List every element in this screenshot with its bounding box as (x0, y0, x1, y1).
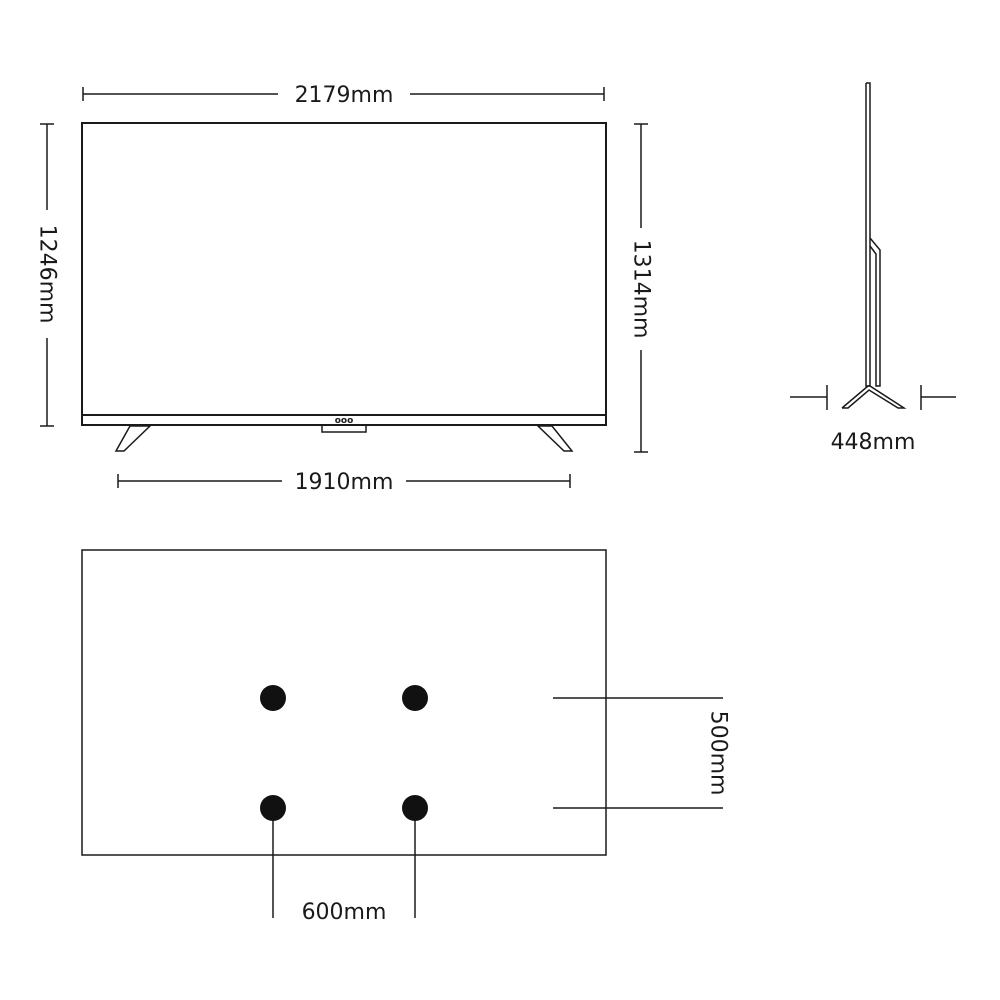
vesa-height-dimension: 500mm (553, 697, 731, 809)
vesa-hole-bottom-left (260, 795, 286, 821)
vesa-height-label: 500mm (706, 711, 731, 796)
side-panel-outline (865, 82, 871, 387)
vesa-hole-bottom-right (402, 795, 428, 821)
stand-span-label: 1910mm (295, 470, 394, 495)
front-view: ooo 2179mm 1246mm 1314mm (35, 83, 654, 495)
rear-view: 600mm 500mm (81, 549, 731, 925)
screen-height-dimension: 1246mm (35, 123, 60, 427)
stand-span-dimension: 1910mm (117, 470, 571, 495)
depth-dimension: 448mm (790, 385, 956, 455)
tv-rear-panel (81, 549, 607, 856)
logo-tab (321, 424, 367, 433)
left-stand-foot (114, 425, 152, 452)
screen-height-label: 1246mm (35, 225, 60, 324)
vesa-width-label: 600mm (302, 900, 387, 925)
side-rear-body (869, 237, 881, 387)
vesa-width-dimension: 600mm (272, 821, 416, 925)
side-view: 448mm (790, 82, 956, 455)
total-height-dimension: 1314mm (629, 123, 654, 453)
side-stand (841, 385, 907, 409)
right-stand-foot (536, 425, 574, 452)
width-dimension: 2179mm (82, 83, 605, 108)
tv-logo: ooo (335, 416, 354, 426)
depth-label: 448mm (831, 430, 916, 455)
width-label: 2179mm (295, 83, 394, 108)
vesa-hole-top-right (402, 685, 428, 711)
vesa-hole-top-left (260, 685, 286, 711)
tv-front-panel (81, 122, 607, 426)
total-height-label: 1314mm (629, 240, 654, 339)
